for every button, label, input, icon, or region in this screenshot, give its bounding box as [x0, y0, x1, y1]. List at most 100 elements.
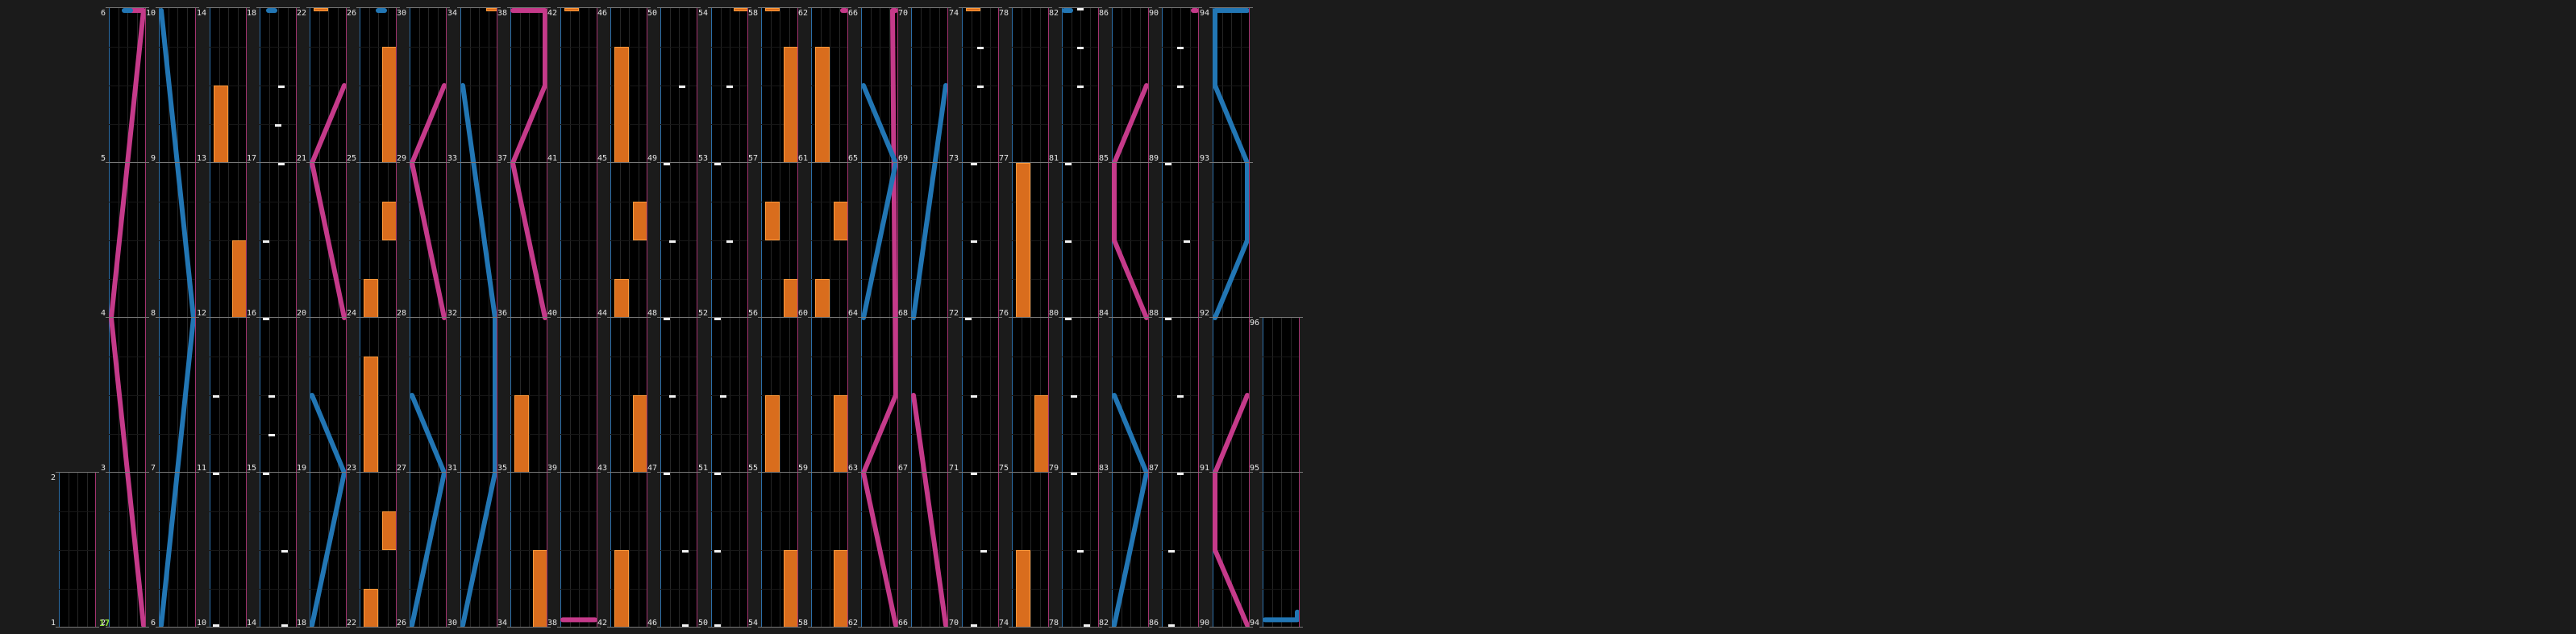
measure-line — [758, 7, 801, 8]
measure-number: 11 — [196, 464, 206, 473]
beat-line — [109, 279, 146, 280]
measure-line — [858, 162, 901, 163]
measure-line — [306, 7, 350, 8]
slide-layer — [376, 8, 387, 13]
lane-divider — [338, 8, 339, 628]
tap-note — [669, 395, 676, 398]
chart-column-21 — [1062, 8, 1099, 628]
slide-layer — [1062, 8, 1073, 13]
measure-number: 14 — [246, 619, 256, 628]
lane-divider — [579, 8, 580, 628]
beat-line — [811, 47, 848, 48]
measure-line — [1059, 627, 1102, 628]
measure-line — [206, 627, 250, 628]
measure-number: 41 — [547, 154, 557, 163]
measure-line — [106, 7, 149, 8]
beat-line — [159, 47, 196, 48]
measure-number: 95 — [1249, 464, 1259, 473]
beat-line — [310, 511, 347, 512]
beat-line — [1263, 511, 1300, 512]
measure-number: 25 — [346, 154, 356, 163]
slide-layer — [159, 8, 196, 628]
measure-number: 81 — [1048, 154, 1059, 163]
measure-line — [708, 472, 751, 473]
measure-line — [1159, 627, 1202, 628]
beat-line — [711, 589, 748, 590]
measure-number: 19 — [296, 464, 306, 473]
measure-number: 52 — [697, 309, 708, 318]
tap-note — [213, 473, 219, 475]
measure-line — [808, 627, 851, 628]
beat-line — [560, 47, 597, 48]
measure-line — [708, 162, 751, 163]
measure-line — [1259, 627, 1303, 628]
measure-number: 22 — [296, 9, 306, 18]
measure-line — [406, 627, 450, 628]
lane-divider — [1190, 8, 1191, 628]
measure-line — [1209, 7, 1253, 8]
beat-line — [109, 589, 146, 590]
beat-line — [410, 511, 447, 512]
lane-divider — [789, 8, 790, 628]
beat-line — [310, 589, 347, 590]
lane-divider — [620, 8, 621, 628]
beat-line — [962, 395, 999, 396]
chart-column-4 — [210, 8, 247, 628]
measure-line — [507, 627, 551, 628]
beat-line — [210, 124, 247, 125]
lane-divider — [1090, 8, 1091, 628]
measure-line — [106, 162, 149, 163]
beat-line — [460, 395, 497, 396]
lane-divider — [238, 8, 239, 628]
lane-divider — [137, 8, 138, 628]
measure-number: 66 — [897, 619, 908, 628]
beat-line — [962, 434, 999, 435]
chart-column-14 — [711, 8, 748, 628]
tap-note — [1065, 318, 1072, 320]
tap-note — [971, 395, 977, 398]
beat-line — [510, 511, 547, 512]
measure-number: 72 — [948, 309, 959, 318]
pink-slide — [861, 8, 898, 628]
beat-line — [911, 47, 948, 48]
slide-layer — [861, 8, 898, 628]
measure-number: 50 — [647, 9, 657, 18]
beat-line — [1062, 279, 1099, 280]
measure-line — [356, 317, 400, 318]
measure-line — [1109, 7, 1152, 8]
measure-line — [557, 317, 601, 318]
measure-line — [607, 7, 651, 8]
chart-column-1 — [59, 473, 96, 628]
measure-line — [557, 472, 601, 473]
tap-note — [1077, 47, 1084, 49]
measure-number: 21 — [296, 154, 306, 163]
beat-line — [1112, 395, 1149, 396]
measure-line — [106, 627, 149, 628]
tap-note — [714, 473, 721, 475]
measure-number: 16 — [246, 309, 256, 318]
measure-number: 66 — [847, 9, 858, 18]
beat-line — [360, 511, 397, 512]
lane-divider — [127, 8, 128, 628]
measure-number: 59 — [797, 464, 808, 473]
lane-divider — [1130, 8, 1131, 628]
measure-number: 70 — [897, 9, 908, 18]
beat-line — [1012, 124, 1049, 125]
lane-divider — [228, 8, 229, 628]
tap-note — [275, 124, 281, 127]
tap-note — [1065, 163, 1072, 165]
measure-number: 74 — [998, 619, 1009, 628]
measure-number: 47 — [647, 464, 657, 473]
beat-line — [811, 124, 848, 125]
measure-number: 63 — [847, 464, 858, 473]
measure-line — [959, 162, 1002, 163]
measure-line — [959, 7, 1002, 8]
measure-line — [858, 627, 901, 628]
beat-line — [610, 47, 647, 48]
measure-line — [457, 7, 501, 8]
measure-line — [808, 7, 851, 8]
measure-number: 92 — [1199, 309, 1209, 318]
measure-line — [306, 627, 350, 628]
blue-slide — [159, 8, 196, 628]
measure-number: 65 — [847, 154, 858, 163]
